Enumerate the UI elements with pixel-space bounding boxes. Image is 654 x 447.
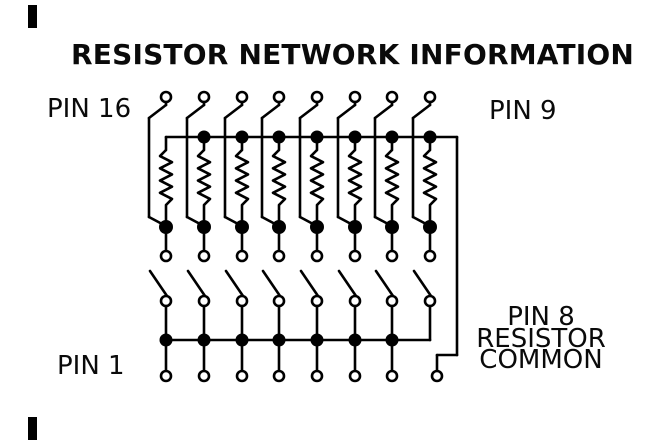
top-bus-dot [272, 130, 286, 144]
rail-upper-diagonal [147, 103, 168, 120]
rail-upper-diagonal [223, 103, 244, 120]
label-pin-8-line1: PIN 8 [507, 302, 575, 332]
rail-upper-diagonal [336, 103, 357, 120]
top-pin-terminal [197, 90, 211, 104]
pin8-common-terminal [430, 369, 444, 383]
switch-lever [412, 269, 433, 298]
bottom-pin-terminal [272, 369, 286, 383]
resistor-zigzag [384, 149, 400, 206]
top-pin-terminal [272, 90, 286, 104]
page-title: RESISTOR NETWORK INFORMATION [71, 38, 635, 71]
resistor-zigzag [309, 149, 325, 206]
switch-top-contact [423, 249, 437, 263]
resistor-zigzag [158, 149, 174, 206]
top-bus-dot [423, 130, 437, 144]
switch-bottom-contact [272, 294, 286, 308]
bottom-pin-terminal [385, 369, 399, 383]
switch-top-contact [235, 249, 249, 263]
label-pin-9: PIN 9 [489, 96, 557, 126]
top-bus-dot [385, 130, 399, 144]
resistor-zigzag [422, 149, 438, 206]
switch-bottom-contact [385, 294, 399, 308]
label-pin-8-line2: RESISTOR [476, 323, 606, 354]
switch-lever [224, 269, 245, 298]
switch-bottom-contact [197, 294, 211, 308]
rail-upper-diagonal [185, 103, 206, 120]
scan-artifact-bar-top [28, 5, 37, 28]
label-pin-16: PIN 16 [47, 94, 132, 124]
top-pin-terminal [159, 90, 173, 104]
switch-top-contact [310, 249, 324, 263]
switch-top-contact [159, 249, 173, 263]
top-pin-terminal [310, 90, 324, 104]
switch-top-contact [348, 249, 362, 263]
top-bus-dot [235, 130, 249, 144]
resistor-zigzag [271, 149, 287, 206]
switch-top-contact [197, 249, 211, 263]
label-pin-1: PIN 1 [57, 351, 125, 381]
switch-bottom-contact [423, 294, 437, 308]
bottom-pin-terminal [348, 369, 362, 383]
resistor-zigzag [196, 149, 212, 206]
resistor-zigzag [234, 149, 250, 206]
switch-lever [186, 269, 207, 298]
label-pin-8-line3: COMMON [479, 345, 603, 375]
switch-bottom-contact [235, 294, 249, 308]
top-pin-terminal [235, 90, 249, 104]
bottom-pin-terminal [159, 369, 173, 383]
switch-lever [337, 269, 358, 298]
switch-lever [148, 269, 169, 298]
scan-artifact-bar-bottom [28, 417, 37, 440]
rail-upper-diagonal [411, 103, 432, 120]
rail-upper-diagonal [298, 103, 319, 120]
switch-bottom-contact [310, 294, 324, 308]
bottom-pin-terminal [197, 369, 211, 383]
top-bus-dot [197, 130, 211, 144]
switch-bottom-contact [348, 294, 362, 308]
switch-lever [299, 269, 320, 298]
bottom-pin-terminal [310, 369, 324, 383]
rail-upper-diagonal [260, 103, 281, 120]
top-bus-dot [348, 130, 362, 144]
bottom-pin-terminal [235, 369, 249, 383]
top-pin-terminal [385, 90, 399, 104]
rail-upper-diagonal [373, 103, 394, 120]
resistor-zigzag [347, 149, 363, 206]
switch-top-contact [272, 249, 286, 263]
switch-top-contact [385, 249, 399, 263]
top-bus-dot [310, 130, 324, 144]
label-pin-8-resistor-common: PIN 8 RESISTOR COMMON [476, 302, 606, 375]
switch-lever [374, 269, 395, 298]
top-pin-terminal [348, 90, 362, 104]
switch-lever [261, 269, 282, 298]
switch-bottom-contact [159, 294, 173, 308]
top-pin-terminal [423, 90, 437, 104]
